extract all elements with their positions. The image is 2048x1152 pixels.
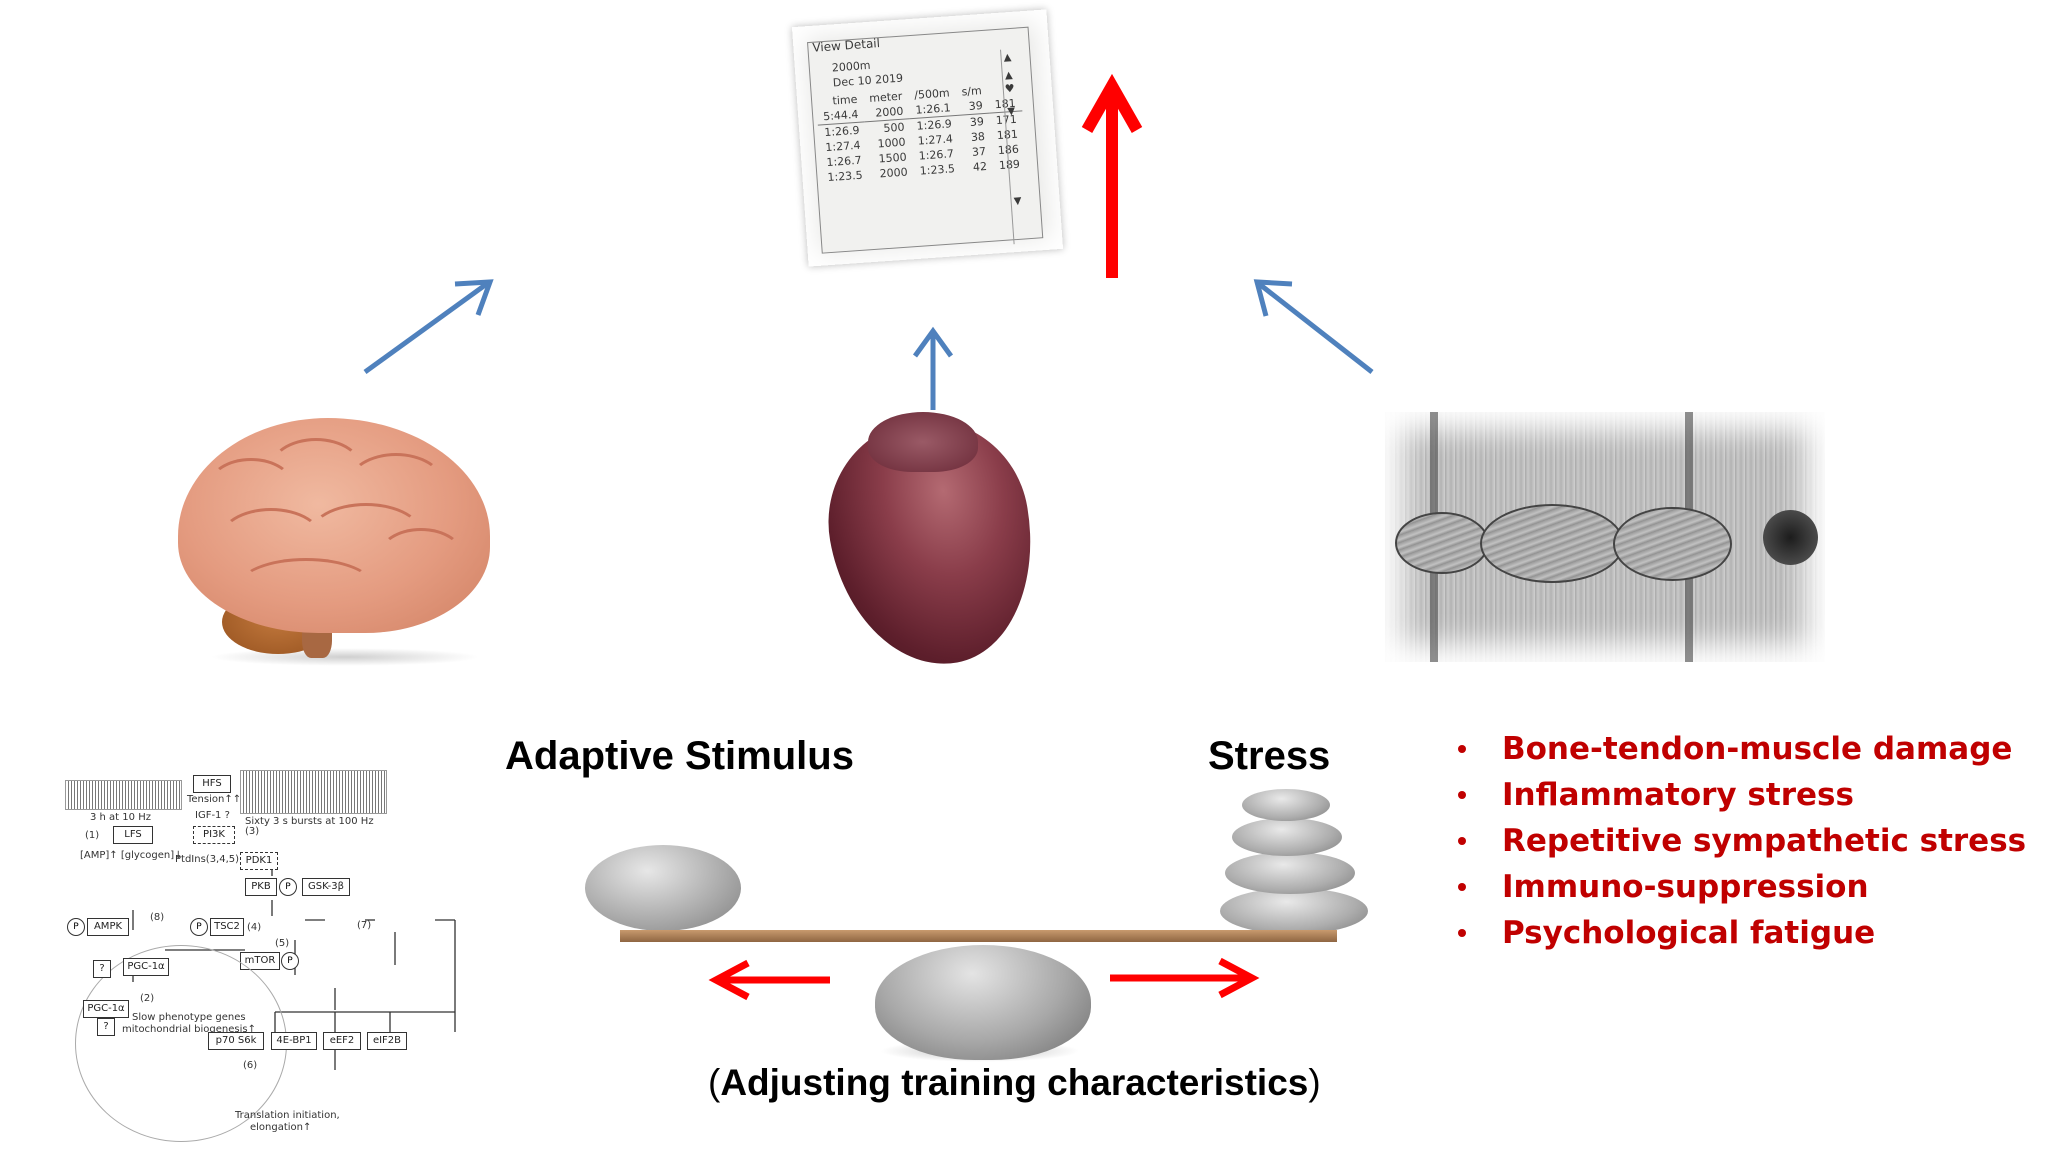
red-arrow-performance [1081, 73, 1143, 278]
translation-label-1: Translation initiation, [235, 1110, 340, 1121]
stress-factor-item: Repetitive sympathetic stress [1450, 818, 2026, 864]
pgc1a-box-nucleus: PGC-1α [83, 1000, 129, 1018]
unknown-box-nucleus: ? [97, 1018, 115, 1036]
unknown-box: ? [93, 960, 111, 978]
stimulus-stone [585, 845, 741, 931]
phospho-circle: P [281, 952, 299, 970]
pi3k-box: PI3K [193, 826, 235, 844]
blue-arrow-brain [363, 279, 494, 375]
translation-label-2: elongation↑ [250, 1122, 312, 1133]
cell: 1:23.5 [827, 168, 864, 185]
pathway-n7: (7) [357, 920, 372, 931]
pathway-n3: (3) [245, 826, 260, 837]
pgc1a-box: PGC-1α [123, 958, 169, 976]
phospho-circle: P [190, 918, 208, 936]
brain-image [178, 418, 490, 633]
phospho-circle: P [279, 878, 297, 896]
brain-shadow [210, 648, 480, 666]
caption-close: ) [1308, 1062, 1321, 1103]
pkb-box: PKB [245, 878, 277, 896]
caption: (Adjusting training characteristics) [708, 1062, 1321, 1104]
hfs-box: HFS [193, 775, 231, 793]
tension-label: Tension↑↑ [187, 794, 242, 805]
stress-factor-item: Inflammatory stress [1450, 772, 2026, 818]
monitor-date: Dec 10 2019 [832, 71, 904, 90]
monitor-header: View Detail [811, 36, 881, 55]
pathway-n5: (5) [275, 938, 290, 949]
ampk-box: AMPK [87, 918, 129, 936]
pathway-n2: (2) [140, 993, 155, 1004]
cell: 2000 [879, 165, 909, 181]
pivot-stone [875, 945, 1091, 1060]
slow-genes-label: Slow phenotype genes [132, 1012, 246, 1023]
igf-label: IGF-1 ? [195, 810, 230, 821]
tsc2-box: TSC2 [210, 918, 244, 936]
p70-box: p70 S6k [208, 1032, 264, 1050]
caption-text: Adjusting training characteristics [720, 1062, 1309, 1103]
stress-stone [1242, 789, 1330, 821]
pathway-n6: (6) [243, 1060, 258, 1071]
stress-stone [1220, 888, 1368, 934]
ptdins-label: PtdIns(3,4,5)P [175, 854, 246, 865]
pathway-n4: (4) [247, 922, 262, 933]
blue-arrow-heart [912, 326, 954, 410]
lfs-signal-label: 3 h at 10 Hz [90, 812, 151, 823]
heart-vessels [868, 412, 978, 472]
lfs-box: LFS [113, 826, 153, 844]
stress-stone [1232, 818, 1342, 856]
pathway-n1: (1) [85, 830, 100, 841]
monitor-distance: 2000m [831, 58, 871, 75]
caption-open: ( [708, 1062, 721, 1103]
rowing-monitor-image: View Detail 2000m Dec 10 2019 time meter… [791, 9, 1064, 267]
stress-factor-list: Bone-tendon-muscle damage Inflammatory s… [1450, 726, 2026, 956]
muscle-micrograph-image [1385, 412, 1825, 662]
phospho-circle: P [67, 918, 85, 936]
hfs-signal-label: Sixty 3 s bursts at 100 Hz [245, 816, 374, 827]
monitor-screen: View Detail 2000m Dec 10 2019 time meter… [807, 26, 1044, 254]
eef2-box: eEF2 [323, 1032, 361, 1050]
cell: 42 [972, 159, 988, 174]
pdk1-box: PDK1 [240, 852, 278, 870]
red-arrow-right [1110, 957, 1260, 999]
stress-factor-item: Bone-tendon-muscle damage [1450, 726, 2026, 772]
4ebp1-box: 4E-BP1 [271, 1032, 317, 1050]
stress-label: Stress [1208, 734, 1331, 778]
cell: 1:23.5 [919, 162, 956, 178]
red-arrow-left [708, 959, 830, 1001]
blue-arrow-muscle [1253, 279, 1374, 374]
eif2b-box: eIF2B [367, 1032, 407, 1050]
gsk-box: GSK-3β [302, 878, 350, 896]
stress-factor-item: Psychological fatigue [1450, 910, 2026, 956]
pathway-n8: (8) [150, 912, 165, 923]
adaptive-stimulus-label: Adaptive Stimulus [505, 734, 854, 778]
hfs-signal-trace [240, 770, 387, 814]
mito-label: mitochondrial biogenesis↑ [122, 1024, 256, 1035]
signalling-pathway-figure: 3 h at 10 Hz Sixty 3 s bursts at 100 Hz … [35, 770, 515, 1142]
lfs-signal-trace [65, 780, 182, 810]
balance-plank [620, 930, 1337, 942]
stress-stone [1225, 852, 1355, 894]
stress-factor-item: Immuno-suppression [1450, 864, 2026, 910]
amp-label: [AMP]↑ [glycogen]↓ [80, 850, 183, 861]
